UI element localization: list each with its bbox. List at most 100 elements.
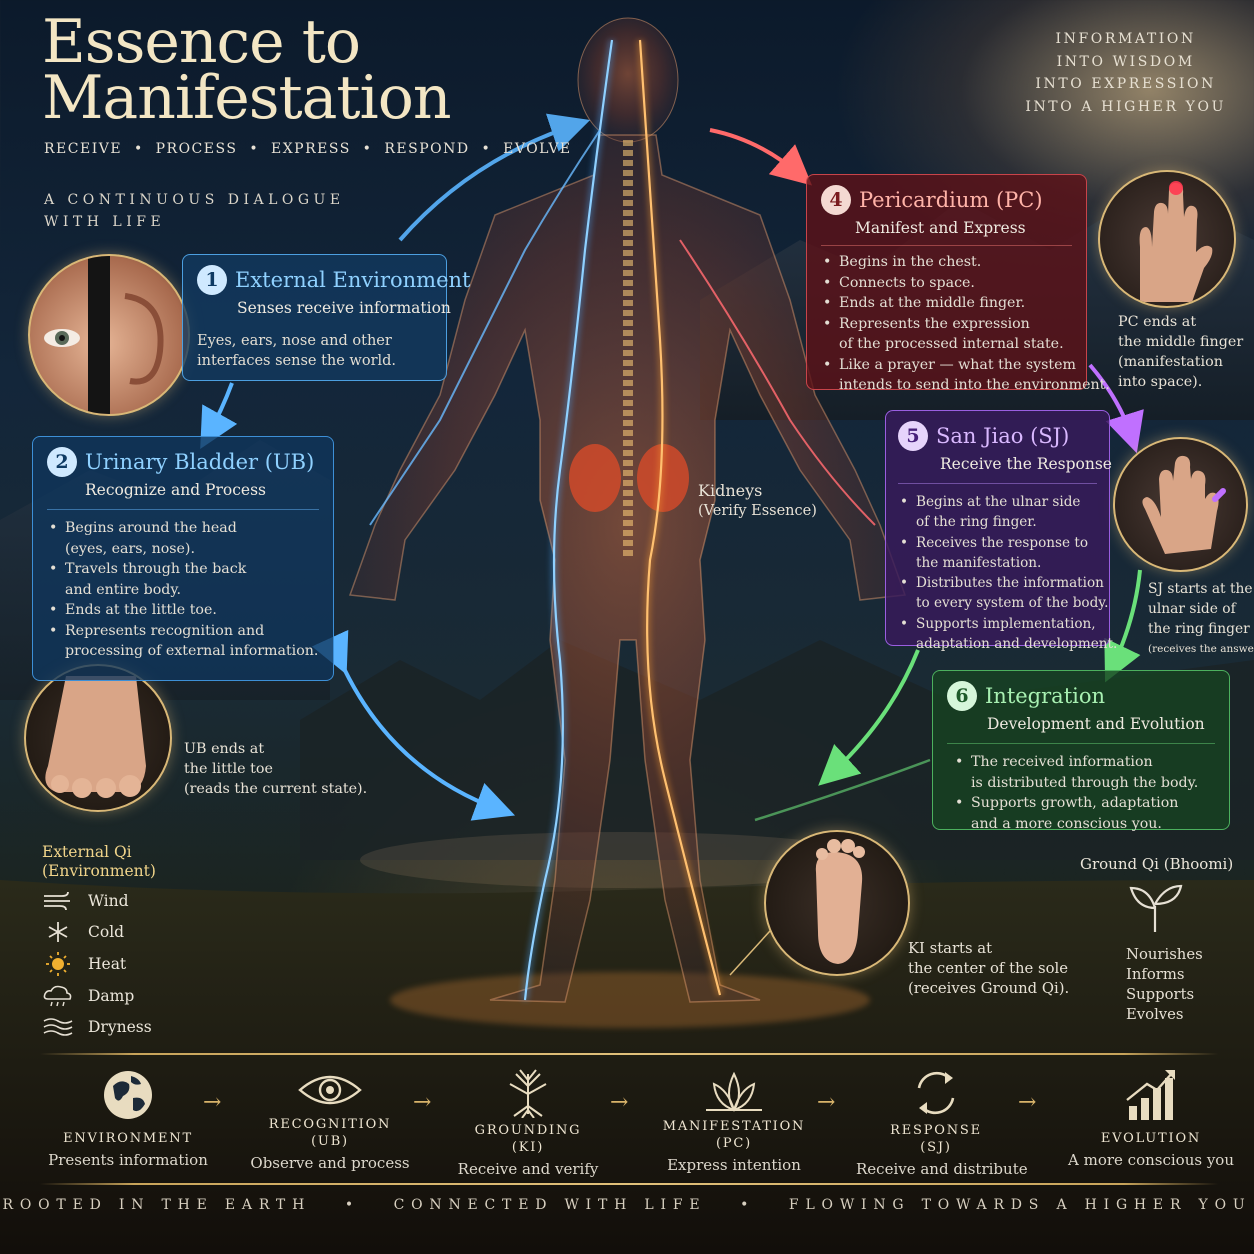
card-title: 1 External Environment (197, 265, 470, 295)
globe-icon (104, 1071, 152, 1119)
flow-arrow-4 (709, 128, 813, 186)
bullet-line: Connects to space. (839, 274, 975, 291)
flow-step-label: RECOGNITION (268, 1117, 392, 1132)
card-body: Eyes, ears, nose and other interfaces sen… (197, 331, 432, 371)
card-body-line: interfaces sense the world. (197, 353, 397, 369)
external-qi-label: Heat (88, 955, 127, 973)
eye-icon (298, 1075, 362, 1105)
flow-step-description: A more conscious you (1068, 1151, 1234, 1169)
ground-qi-list: Nourishes Informs Supports Evolves (1126, 945, 1203, 1025)
card-subtitle: Recognize and Process (85, 481, 266, 499)
external-qi-item-dryness: Dryness (42, 1016, 152, 1038)
caption-line: the middle finger (1118, 334, 1244, 350)
sun-icon (46, 952, 70, 976)
caption-line: the center of the sole (908, 960, 1069, 977)
caption-line: into space). (1118, 374, 1203, 390)
page-title: Essence to Manifestation (42, 7, 451, 133)
bullet-line: of the processed internal state. (839, 336, 1064, 352)
list-item: Supports (1126, 986, 1195, 1003)
bullet-line: of the ring finger. (916, 514, 1037, 531)
wisdom-line: INTO EXPRESSION (1035, 76, 1216, 92)
external-qi-label: Cold (88, 923, 125, 941)
flow-step-grounding: GROUNDING (KI) Receive and verify (452, 1066, 604, 1178)
external-qi-title-line: (Environment) (42, 862, 156, 880)
list-item: Connects to space. (821, 273, 1072, 294)
bullet-line: Distributes the information (916, 575, 1104, 592)
flow-arrow-5 (1088, 363, 1144, 454)
caption-line: SJ starts at the (1148, 581, 1253, 597)
sprout-icon (1129, 884, 1183, 932)
arrow-right-icon: → (610, 1090, 629, 1115)
card-title-text: External Environment (235, 268, 471, 292)
card-divider (821, 245, 1072, 246)
page-title-line2: Manifestation (42, 63, 451, 133)
bullet-line: Ends at the middle finger. (839, 295, 1026, 311)
bullet-line: Begins in the chest. (839, 254, 982, 270)
external-qi-title: External Qi (Environment) (42, 843, 156, 881)
flow-step-description: Receive and verify (457, 1160, 599, 1178)
flow-step-label: EVOLUTION (1100, 1131, 1202, 1146)
waves-icon (43, 1018, 73, 1036)
external-qi-title-line: External Qi (42, 843, 132, 861)
caption-line: KI starts at (908, 940, 993, 957)
ki-caption: KI starts at the center of the sole (rec… (908, 939, 1069, 999)
ub-caption: UB ends at the little toe (reads the cur… (184, 739, 367, 799)
bullet-line: Travels through the back (65, 561, 247, 577)
card-bullet-list: Begins in the chest. Connects to space. … (821, 252, 1110, 396)
flow-step-label: GROUNDING (474, 1123, 582, 1138)
list-item: Distributes the information to every syst… (898, 573, 1109, 614)
list-item: Begins in the chest. (821, 252, 1072, 273)
wisdom-line: INFORMATION (1055, 31, 1196, 47)
kidneys-label-text: Kidneys (698, 481, 763, 500)
bullet-line: is distributed through the body. (971, 774, 1199, 791)
bullet-line: The received information (971, 754, 1153, 770)
flow-step-description: Observe and process (250, 1154, 410, 1172)
step-number-badge: 1 (197, 265, 227, 295)
caption-line: the little toe (184, 761, 273, 777)
rain-cloud-icon (43, 985, 72, 1007)
flow-arrow-8 (754, 758, 931, 822)
bullet-line: and a more conscious you. (971, 815, 1162, 832)
pc-caption: PC ends at the middle finger (manifestat… (1118, 312, 1243, 392)
external-qi-item-cold: Cold (42, 921, 124, 943)
page-title-line1: Essence to (42, 7, 361, 77)
ring-finger-hand-vignette (1113, 437, 1248, 572)
bullet-line: intends to send into the environment. (839, 377, 1110, 393)
list-item: Supports implementation,adaptation and d… (898, 614, 1117, 655)
arrow-right-icon: → (1018, 1090, 1037, 1115)
bullet-line: Supports growth, adaptation (971, 795, 1179, 811)
list-item: Ends at the middle finger. (821, 293, 1072, 314)
flow-step-environment: ENVIRONMENT Presents information (48, 1068, 208, 1169)
list-item: Informs (1126, 966, 1185, 983)
dialogue-tagline: A CONTINUOUS DIALOGUE WITH LIFE (44, 189, 345, 233)
list-item: The received information is distributed t… (953, 752, 1215, 793)
caption-line: ulnar side of (1148, 601, 1236, 617)
list-item: Ends at the little toe. (47, 600, 319, 621)
tree-icon (509, 1069, 547, 1119)
caption-line: UB ends at (184, 741, 265, 757)
card-bullet-list: The received information is distributed t… (947, 752, 1215, 834)
kidneys-sublabel: (Verify Essence) (698, 503, 817, 519)
bullet-line: Begins around the head (65, 520, 237, 536)
flow-step-description: Presents information (48, 1151, 208, 1169)
card-body-line: Eyes, ears, nose and other (197, 333, 392, 349)
bullet-line: to every system of the body. (916, 595, 1109, 612)
middle-finger-hand-vignette (1098, 170, 1236, 308)
stages-subtitle: RECEIVE • PROCESS • EXPRESS • RESPOND • … (44, 141, 572, 157)
flow-arrow-7 (818, 649, 920, 786)
divider-bottom (40, 1183, 1218, 1185)
flow-step-label: MANIFESTATION (662, 1119, 806, 1134)
lotus-icon (706, 1071, 762, 1112)
wisdom-line: INTO WISDOM (1056, 53, 1195, 70)
footer-tagline: ROOTED IN THE EARTH • CONNECTED WITH LIF… (2, 1197, 1252, 1213)
